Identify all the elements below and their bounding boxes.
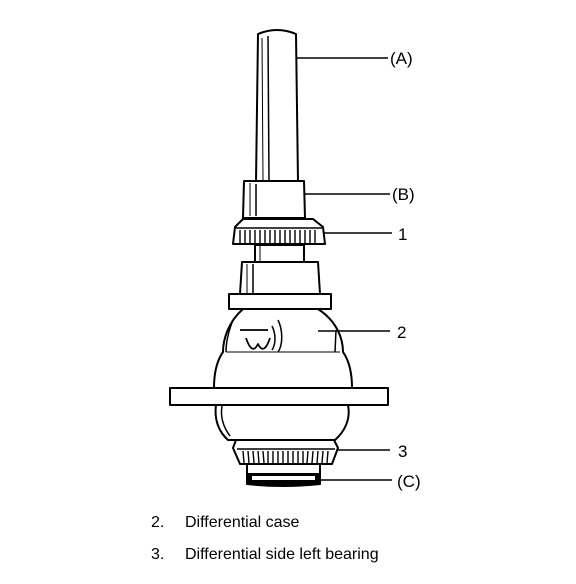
adapter-b bbox=[242, 180, 306, 219]
callout-1: 1 bbox=[398, 225, 407, 244]
base-c bbox=[246, 463, 321, 487]
legend-item-3: 3. Differential side left bearing bbox=[151, 546, 379, 564]
right-side-bearing-1 bbox=[232, 218, 326, 245]
callout-2: 2 bbox=[397, 323, 406, 342]
differential-case-2 bbox=[213, 293, 353, 405]
legend-item-2: 2. Differential case bbox=[151, 514, 299, 532]
callout-3: 3 bbox=[398, 442, 407, 461]
callout-a: (A) bbox=[390, 49, 413, 68]
callout-c: (C) bbox=[397, 472, 421, 491]
left-side-bearing-3 bbox=[232, 439, 339, 465]
legend-text: Differential side left bearing bbox=[185, 546, 379, 563]
legend-number: 2. bbox=[151, 514, 165, 531]
ring-gear-flange bbox=[169, 387, 389, 406]
differential-case-lower bbox=[214, 404, 350, 441]
callout-b: (B) bbox=[392, 185, 415, 204]
legend-number: 3. bbox=[151, 546, 165, 563]
legend-text: Differential case bbox=[185, 514, 300, 531]
case-neck bbox=[239, 244, 321, 295]
tool-shaft-a bbox=[255, 29, 299, 183]
